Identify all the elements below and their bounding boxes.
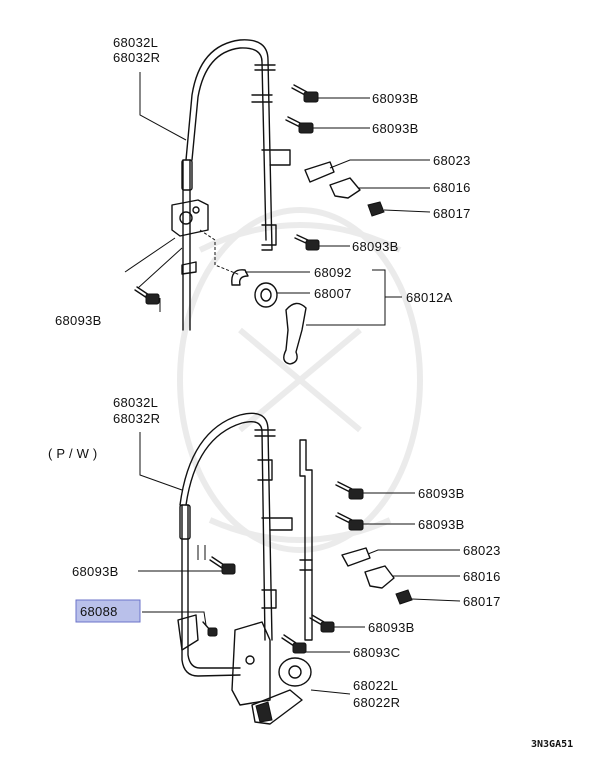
lower-regulator-drawing <box>177 412 313 725</box>
callout-68032l[interactable]: 68032L <box>113 35 158 50</box>
bolt-icon <box>291 84 319 103</box>
power-window-motor-icon <box>251 657 312 725</box>
callout-68088[interactable]: 68088 <box>80 604 118 619</box>
callout-68016[interactable]: 68016 <box>463 569 501 584</box>
upper-leader-lines <box>124 72 431 326</box>
callout-68093b[interactable]: 68093B <box>55 313 102 328</box>
diagram-code: 3N3GA51 <box>531 739 573 750</box>
callout-68012a[interactable]: 68012A <box>406 290 453 305</box>
callout-68022l[interactable]: 68022L <box>353 678 398 693</box>
callout-68032r[interactable]: 68032R <box>113 411 160 426</box>
callout-68017[interactable]: 68017 <box>463 594 501 609</box>
callout-68017[interactable]: 68017 <box>433 206 471 221</box>
callout-68016[interactable]: 68016 <box>433 180 471 195</box>
bolt-icon <box>209 556 236 575</box>
bolt-icon <box>294 234 320 251</box>
labels: 68032L 68032R 68093B 68093B 68023 68016 … <box>48 35 573 750</box>
bolt-icon <box>309 614 335 633</box>
bolt-icon <box>281 634 307 654</box>
upper-regulator-drawing <box>171 39 291 331</box>
callout-68022r[interactable]: 68022R <box>353 695 400 710</box>
callout-68092[interactable]: 68092 <box>314 265 352 280</box>
bolt-icon <box>335 481 364 500</box>
callout-68093b[interactable]: 68093B <box>352 239 399 254</box>
callout-68093b[interactable]: 68093B <box>72 564 119 579</box>
washer-icon <box>254 282 278 308</box>
clip-icon <box>395 589 413 605</box>
callout-68093b[interactable]: 68093B <box>372 91 419 106</box>
callout-68093b[interactable]: 68093B <box>368 620 415 635</box>
callout-68093b[interactable]: 68093B <box>418 517 465 532</box>
lower-hardware <box>202 481 413 654</box>
window-handle-icon <box>283 302 307 365</box>
clip-icon <box>329 177 361 199</box>
bracket-icon <box>341 547 371 567</box>
callout-68023[interactable]: 68023 <box>433 153 471 168</box>
callout-68093b[interactable]: 68093B <box>418 486 465 501</box>
screw-icon <box>202 621 218 637</box>
clip-icon <box>364 565 395 589</box>
bolt-icon <box>134 286 160 305</box>
bracket-icon <box>304 161 335 183</box>
lower-leader-lines <box>138 432 461 695</box>
callout-68007[interactable]: 68007 <box>314 286 352 301</box>
bolt-icon <box>335 512 364 531</box>
upper-hardware <box>134 84 385 365</box>
callout-68023[interactable]: 68023 <box>463 543 501 558</box>
watermark <box>177 207 423 553</box>
callout-68093b[interactable]: 68093B <box>372 121 419 136</box>
bolt-icon <box>285 116 314 134</box>
callout-68093c[interactable]: 68093C <box>353 645 400 660</box>
variant-label: (P/W) <box>48 446 101 461</box>
clip-icon <box>367 201 385 217</box>
snap-ring-icon <box>231 269 249 286</box>
callout-68032r[interactable]: 68032R <box>113 50 160 65</box>
highlight-box <box>75 599 141 623</box>
callout-68032l[interactable]: 68032L <box>113 395 158 410</box>
